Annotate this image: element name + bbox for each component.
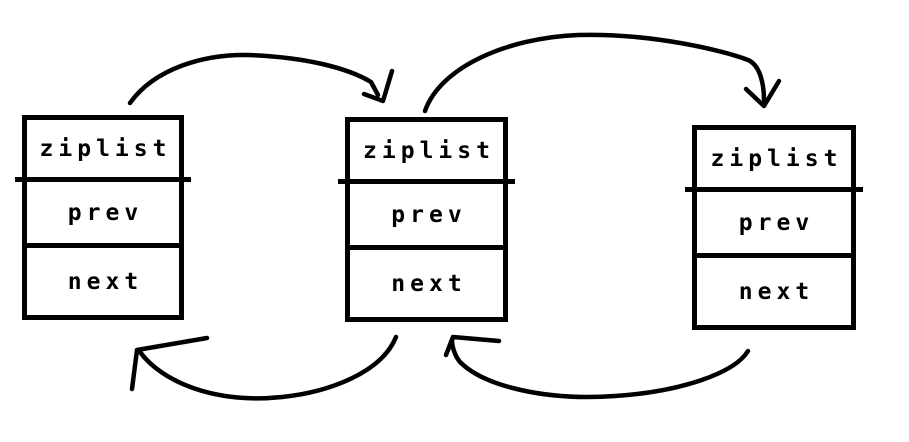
- node-cell-prev: prev: [350, 184, 503, 250]
- ziplist-node-3: ziplist prev next: [685, 125, 863, 330]
- node-cell-ziplist: ziplist: [697, 130, 851, 192]
- divider-overshoot-line: [15, 177, 191, 182]
- node-cell-prev: prev: [697, 192, 851, 258]
- node-cell-next: next: [738, 278, 815, 305]
- node-cell-ziplist: ziplist: [27, 120, 179, 182]
- arrow-next-node1-to-node2: [127, 52, 381, 106]
- arrowhead-prev-node3-to-node2: [443, 334, 502, 358]
- arrow-prev-node2-to-node1: [137, 334, 399, 401]
- node-cell-next: next: [391, 270, 467, 297]
- ziplist-node-1: ziplist prev next: [15, 115, 191, 320]
- divider-overshoot-line: [338, 179, 515, 184]
- arrowhead-prev-node2-to-node1: [129, 335, 210, 392]
- arrowhead-next-node2-to-node3: [743, 78, 782, 109]
- node-cell-ziplist: ziplist: [350, 122, 503, 184]
- node-cell-next: next: [67, 268, 144, 295]
- divider-overshoot-line: [685, 187, 863, 192]
- node-cell-prev: prev: [27, 182, 179, 248]
- ziplist-node-2: ziplist prev next: [338, 117, 515, 322]
- arrow-next-node2-to-node3: [422, 32, 767, 114]
- arrowhead-next-node1-to-node2: [361, 68, 395, 104]
- arrow-prev-node3-to-node2: [449, 337, 751, 400]
